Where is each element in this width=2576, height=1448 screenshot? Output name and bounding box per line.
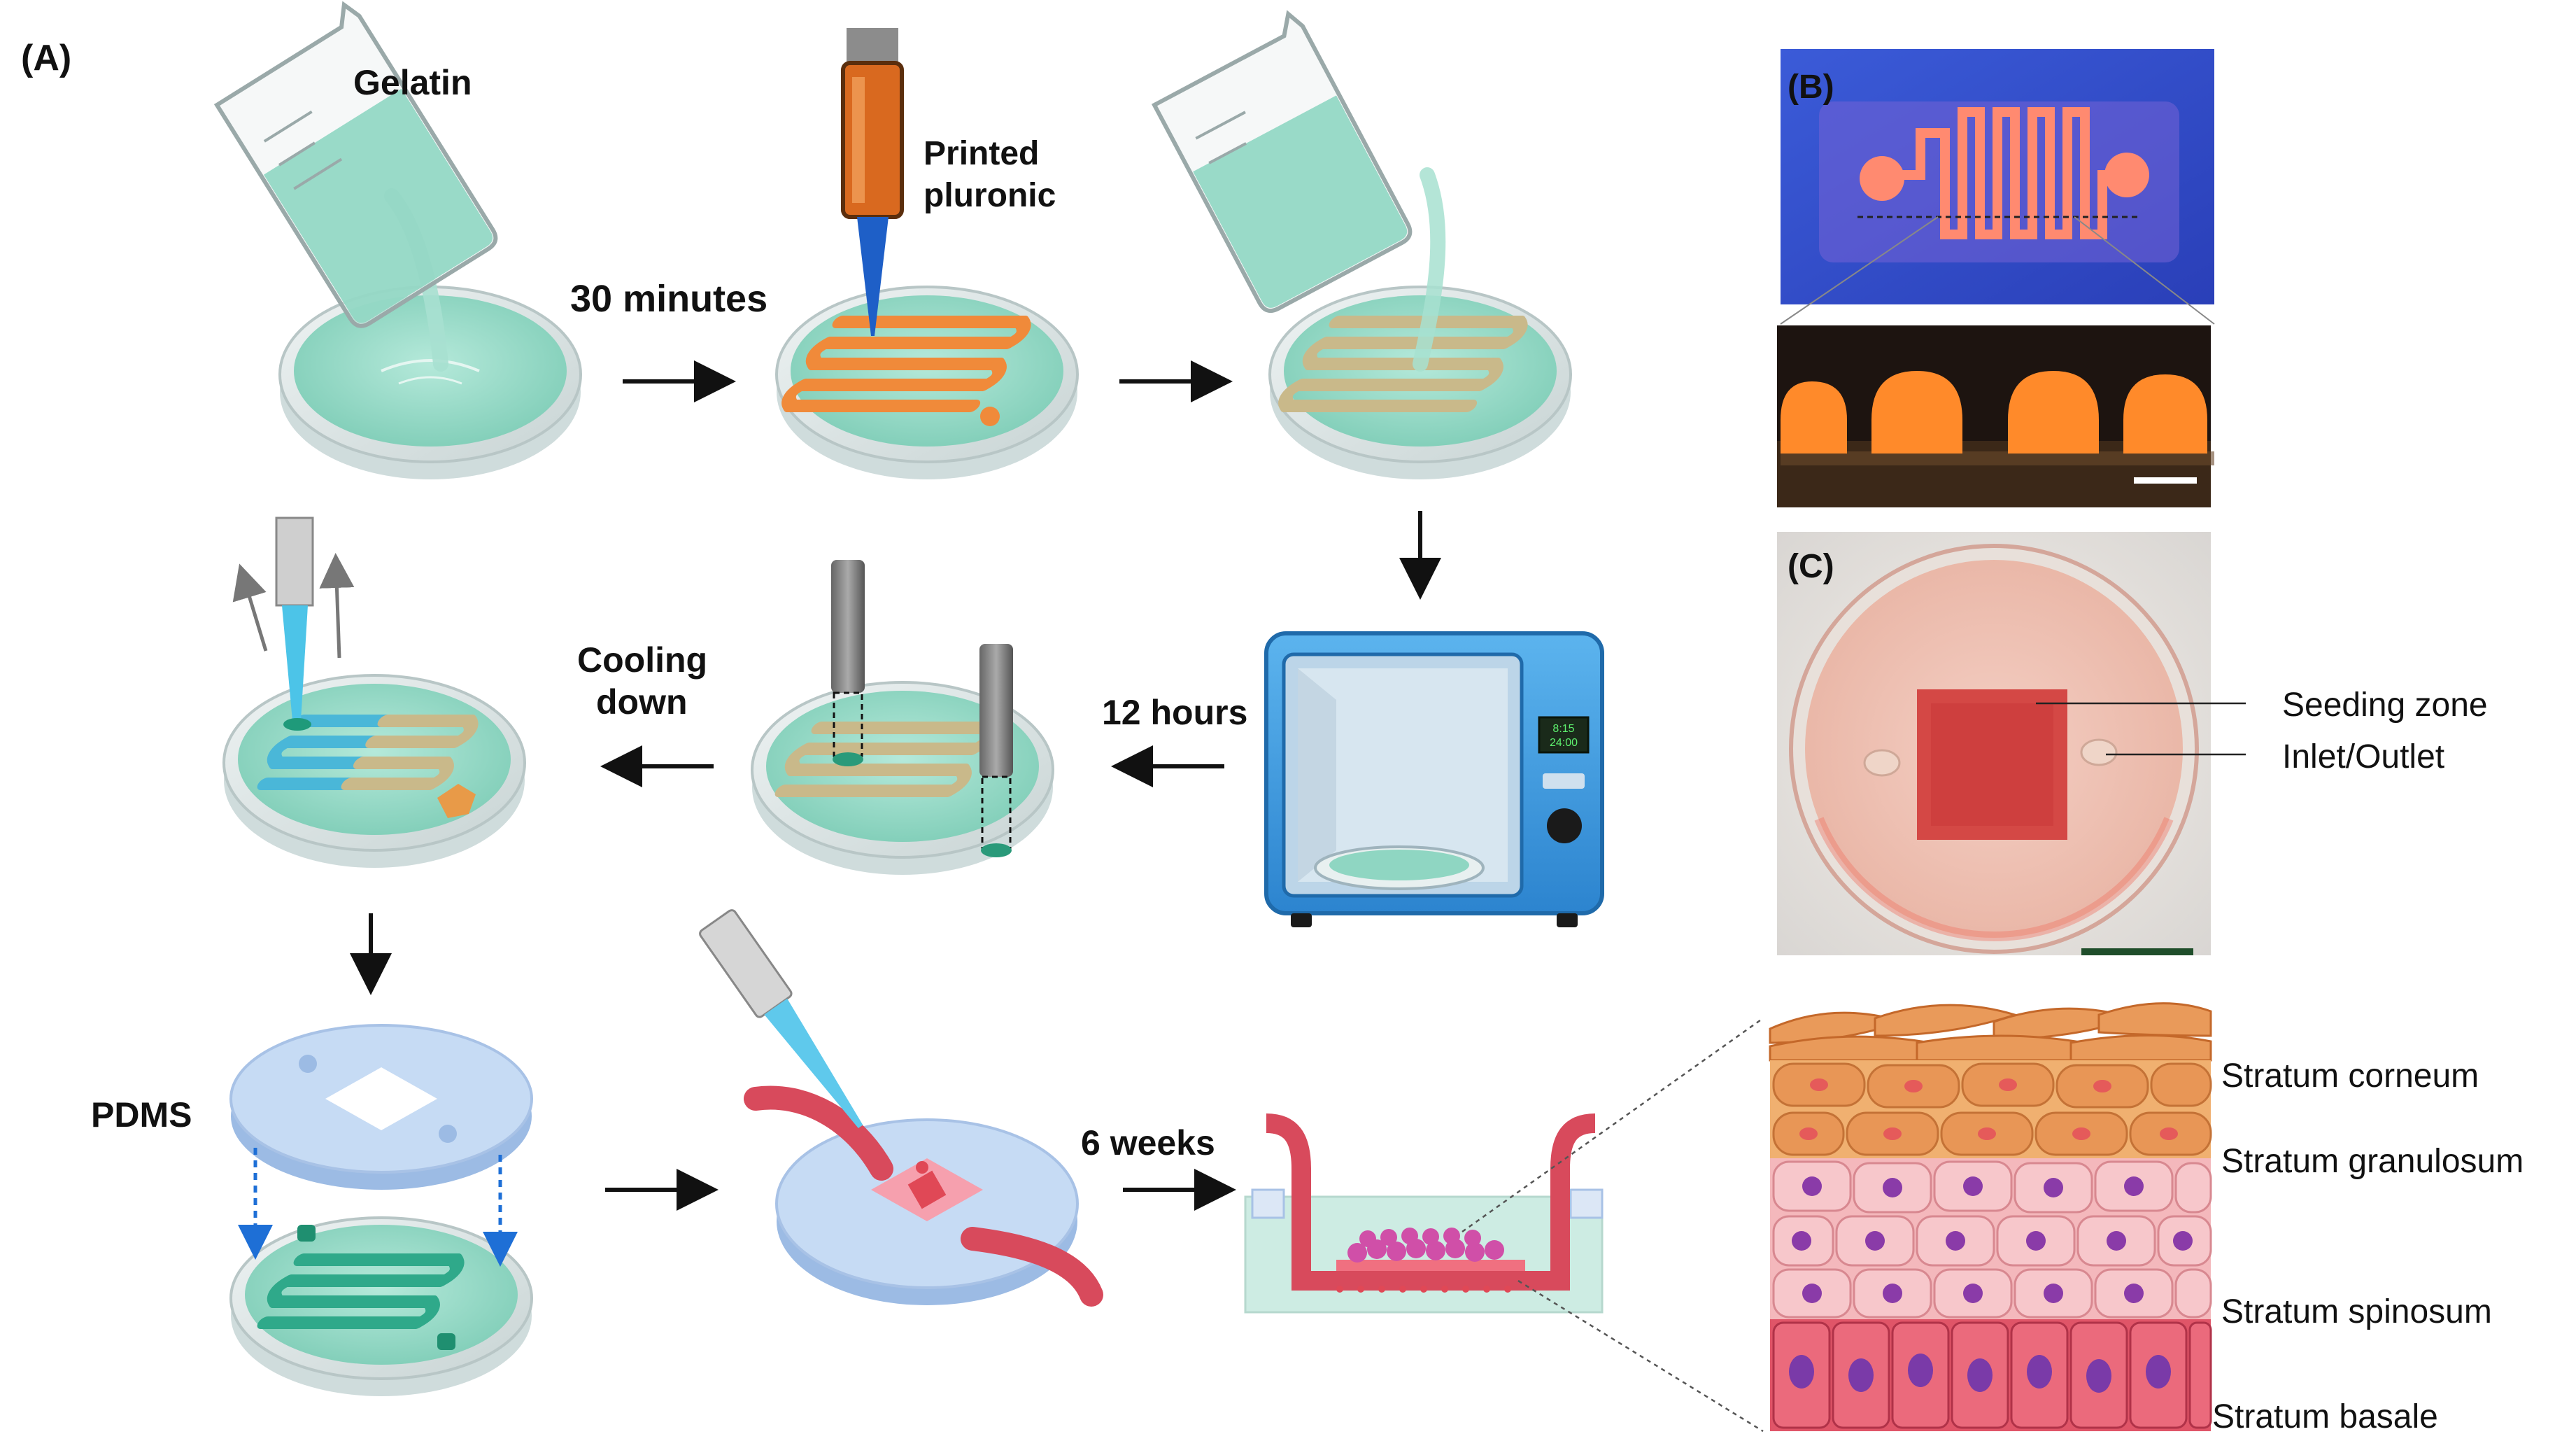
petri-dish-icon	[278, 286, 582, 479]
pipette-icon	[275, 516, 314, 731]
pluronic-pattern	[781, 316, 1031, 412]
step5-punch-ports	[751, 560, 1054, 875]
nozzle-icon	[841, 28, 904, 336]
inlet-outlet-label: Inlet/Outlet	[2282, 738, 2444, 775]
panel-c-photo: (C)	[1777, 532, 2211, 955]
beaker-icon	[1151, 10, 1413, 314]
scale-bar	[2081, 948, 2193, 955]
pluronic-blob	[437, 784, 476, 818]
tube-outlet	[961, 1227, 1103, 1307]
scale-bar	[2134, 477, 2197, 484]
stratum-spinosum-label: Stratum spinosum	[2221, 1293, 2492, 1330]
microwave-oven-icon: 8:15 24:00	[1264, 631, 1604, 927]
step3-cast-gelatin	[1151, 10, 1572, 479]
device-cross-section	[1244, 1113, 1604, 1314]
oven-display-line1: 8:15	[1552, 723, 1574, 735]
panel-b-label: (B)	[1788, 69, 1834, 106]
step7-pdms-assembly: PDMS	[91, 1024, 533, 1396]
panel-c-label: (C)	[1788, 548, 1834, 585]
cooling-label-line1: Cooling	[577, 640, 707, 680]
thirty-minutes-label: 30 minutes	[570, 278, 767, 320]
stratum-corneum-label: Stratum corneum	[2221, 1057, 2479, 1095]
seeding-zone-label: Seeding zone	[2282, 687, 2488, 724]
step6-evacuate-channel	[222, 516, 526, 868]
panel-b-cross-section	[1777, 325, 2214, 507]
panel-a-label: (A)	[21, 38, 71, 78]
twelve-hours-label: 12 hours	[1102, 693, 1247, 732]
panel-b-photo: (B)	[1781, 49, 2214, 304]
oven-knob-icon	[1547, 808, 1582, 843]
skin-layers-illustration	[1769, 1002, 2212, 1431]
oven-display-line2: 24:00	[1550, 737, 1578, 749]
stratum-basale-label: Stratum basale	[2212, 1398, 2438, 1435]
serpentine-channel	[1884, 107, 2132, 239]
nozzle-icon	[979, 644, 1013, 857]
gelatin-label: Gelatin	[353, 63, 472, 102]
petri-dish-icon	[222, 674, 526, 868]
cooling-label-line2: down	[596, 682, 688, 722]
printed-label-line1: Printed	[923, 135, 1039, 172]
six-weeks-label: 6 weeks	[1081, 1123, 1215, 1162]
step8-seed-cells	[699, 909, 1103, 1307]
pipette-icon	[699, 909, 863, 1129]
printed-label-line2: pluronic	[923, 177, 1056, 214]
nozzle-icon	[831, 560, 865, 766]
pdms-label: PDMS	[91, 1095, 192, 1134]
inlet-port	[1863, 749, 1901, 777]
stratum-granulosum-label: Stratum granulosum	[2221, 1143, 2524, 1180]
beaker-icon	[213, 1, 498, 328]
outlet-port	[2080, 738, 2118, 766]
step1-gelatin-pour: Gelatin	[213, 1, 582, 479]
tube-inlet	[744, 1085, 893, 1181]
step2-print-pluronic: Printed pluronic	[775, 28, 1079, 479]
